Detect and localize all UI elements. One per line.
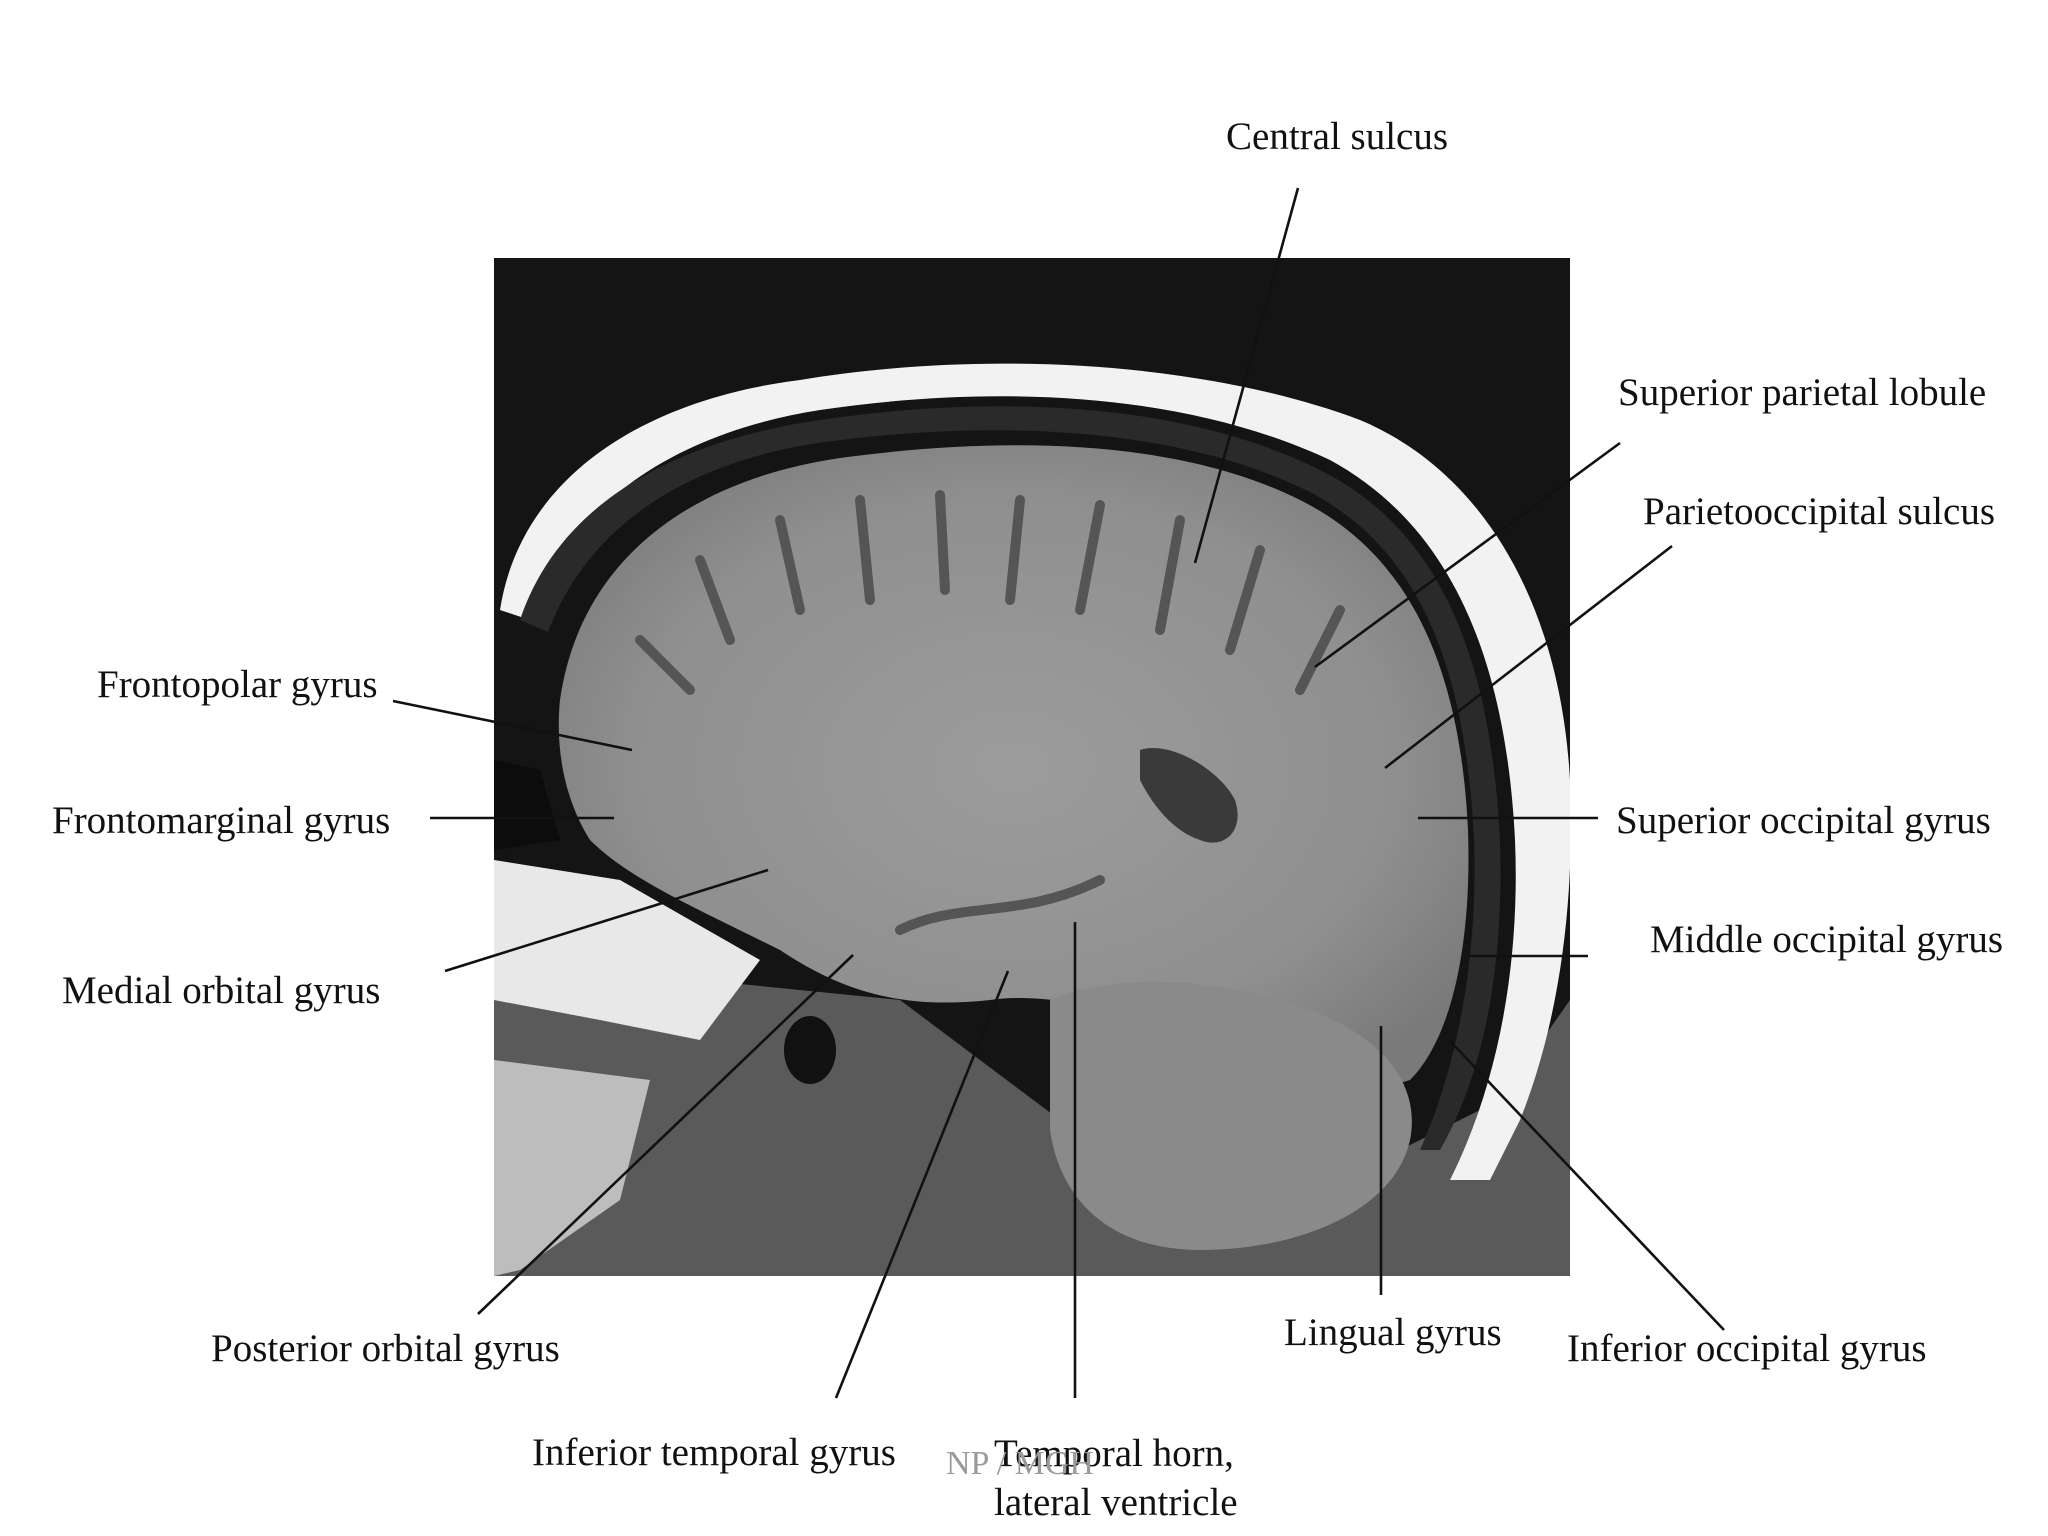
label-temporal-horn-line2: lateral ventricle [994,1481,1238,1524]
label-frontomarginal-gyrus: Frontomarginal gyrus [52,799,390,842]
label-middle-occipital-gyrus: Middle occipital gyrus [1650,918,2003,961]
labels: Central sulcus Superior parietal lobule … [52,115,2003,1524]
leader-medial-orbital-gyrus [444,868,769,973]
leader-lines [392,187,1725,1399]
label-superior-occipital-gyrus: Superior occipital gyrus [1616,799,1991,842]
watermark-credit: NP / MGH [946,1445,1094,1482]
leader-superior-parietal-lobule [1314,441,1621,669]
label-central-sulcus: Central sulcus [1226,115,1448,158]
label-medial-orbital-gyrus: Medial orbital gyrus [62,969,380,1012]
label-inferior-temporal-gyrus: Inferior temporal gyrus [532,1431,896,1474]
label-superior-parietal-lobule: Superior parietal lobule [1618,371,1986,414]
leader-inferior-temporal-gyrus [834,970,1010,1399]
leader-central-sulcus [1193,187,1300,564]
label-inferior-occipital-gyrus: Inferior occipital gyrus [1567,1327,1927,1370]
label-parietooccipital-sulcus: Parietooccipital sulcus [1643,490,1995,533]
label-posterior-orbital-gyrus: Posterior orbital gyrus [211,1327,560,1370]
leader-inferior-occipital-gyrus [1449,1040,1725,1331]
mri-sagittal-image [494,258,1570,1276]
leader-posterior-orbital-gyrus [477,954,854,1315]
label-temporal-horn-line1: Temporal horn, [994,1432,1234,1475]
leader-parietooccipital-sulcus [1384,544,1673,770]
leader-frontopolar-gyrus [392,699,633,752]
label-frontopolar-gyrus: Frontopolar gyrus [97,663,378,706]
label-lingual-gyrus: Lingual gyrus [1284,1311,1502,1354]
